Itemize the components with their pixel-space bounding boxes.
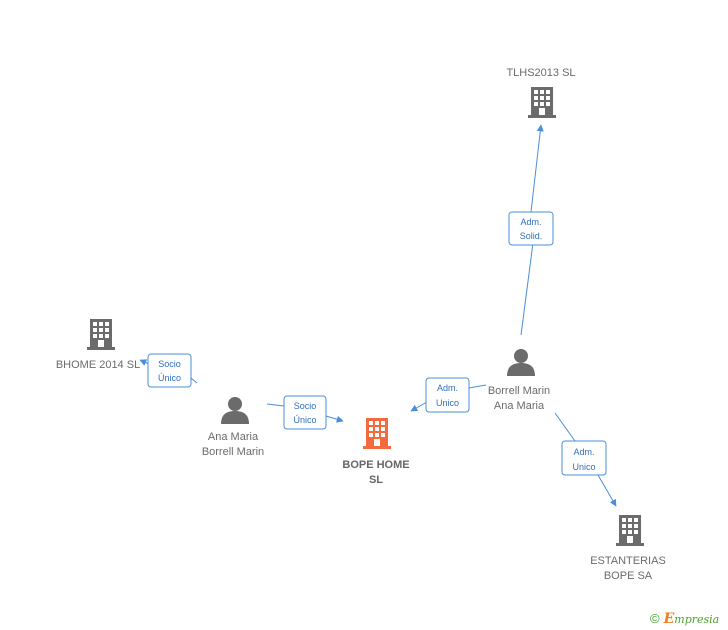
node-label: BOPE HOME (342, 459, 409, 471)
building-icon (528, 87, 556, 118)
copyright-icon: © (650, 611, 660, 626)
node-ana-maria-borrell-marin[interactable]: Ana Maria Borrell Marin (202, 397, 264, 458)
edge-label-line: Adm. (520, 217, 541, 227)
empresia-logo-initial: E (663, 611, 675, 627)
node-estanterias-bope-sa[interactable]: ESTANTERIAS BOPE SA (590, 515, 666, 582)
edge-label-line: Adm. (573, 447, 594, 457)
empresia-logo-text: mpresia (674, 613, 720, 626)
edge-label-line: Unico (436, 398, 459, 408)
edge-label-line: Solid. (520, 231, 543, 241)
node-bhome-2014-sl[interactable]: BHOME 2014 SL (56, 319, 140, 371)
node-tlhs2013-sl[interactable]: TLHS2013 SL (506, 67, 576, 118)
node-label: ESTANTERIAS (590, 555, 666, 567)
edge-ana-bope: Socio Único (266, 395, 343, 430)
building-icon (616, 515, 644, 546)
edge-borrell-tlhs: Adm. Solid. (508, 125, 554, 336)
node-label: BOPE SA (604, 570, 653, 582)
edge-label-line: Unico (572, 462, 595, 472)
edge-ana-bhome: Socio Único (140, 354, 198, 388)
building-icon (363, 418, 391, 449)
empresia-credit: ©Empresia (650, 611, 719, 627)
edge-label-line: Socio (294, 401, 317, 411)
node-label: Borrell Marin (488, 385, 550, 397)
edge-label-line: Adm. (437, 383, 458, 393)
node-label: SL (369, 474, 383, 486)
node-label: Ana Maria (494, 400, 545, 412)
node-label: Borrell Marin (202, 446, 264, 458)
node-bope-home-sl[interactable]: BOPE HOME SL (342, 418, 410, 486)
edge-borrell-bope: Adm. Unico (411, 377, 487, 412)
edge-label-line: Único (293, 415, 316, 425)
node-label: Ana Maria (208, 431, 259, 443)
building-icon (87, 319, 115, 350)
person-icon (221, 397, 249, 424)
person-icon (507, 349, 535, 376)
node-borrell-marin-ana-maria[interactable]: Borrell Marin Ana Maria (488, 349, 550, 412)
edge-label-line: Único (158, 373, 181, 383)
node-label: BHOME 2014 SL (56, 359, 140, 371)
edge-label-line: Socio (158, 359, 181, 369)
edge-borrell-estanterias: Adm. Unico (554, 412, 616, 506)
node-label: TLHS2013 SL (506, 67, 575, 79)
